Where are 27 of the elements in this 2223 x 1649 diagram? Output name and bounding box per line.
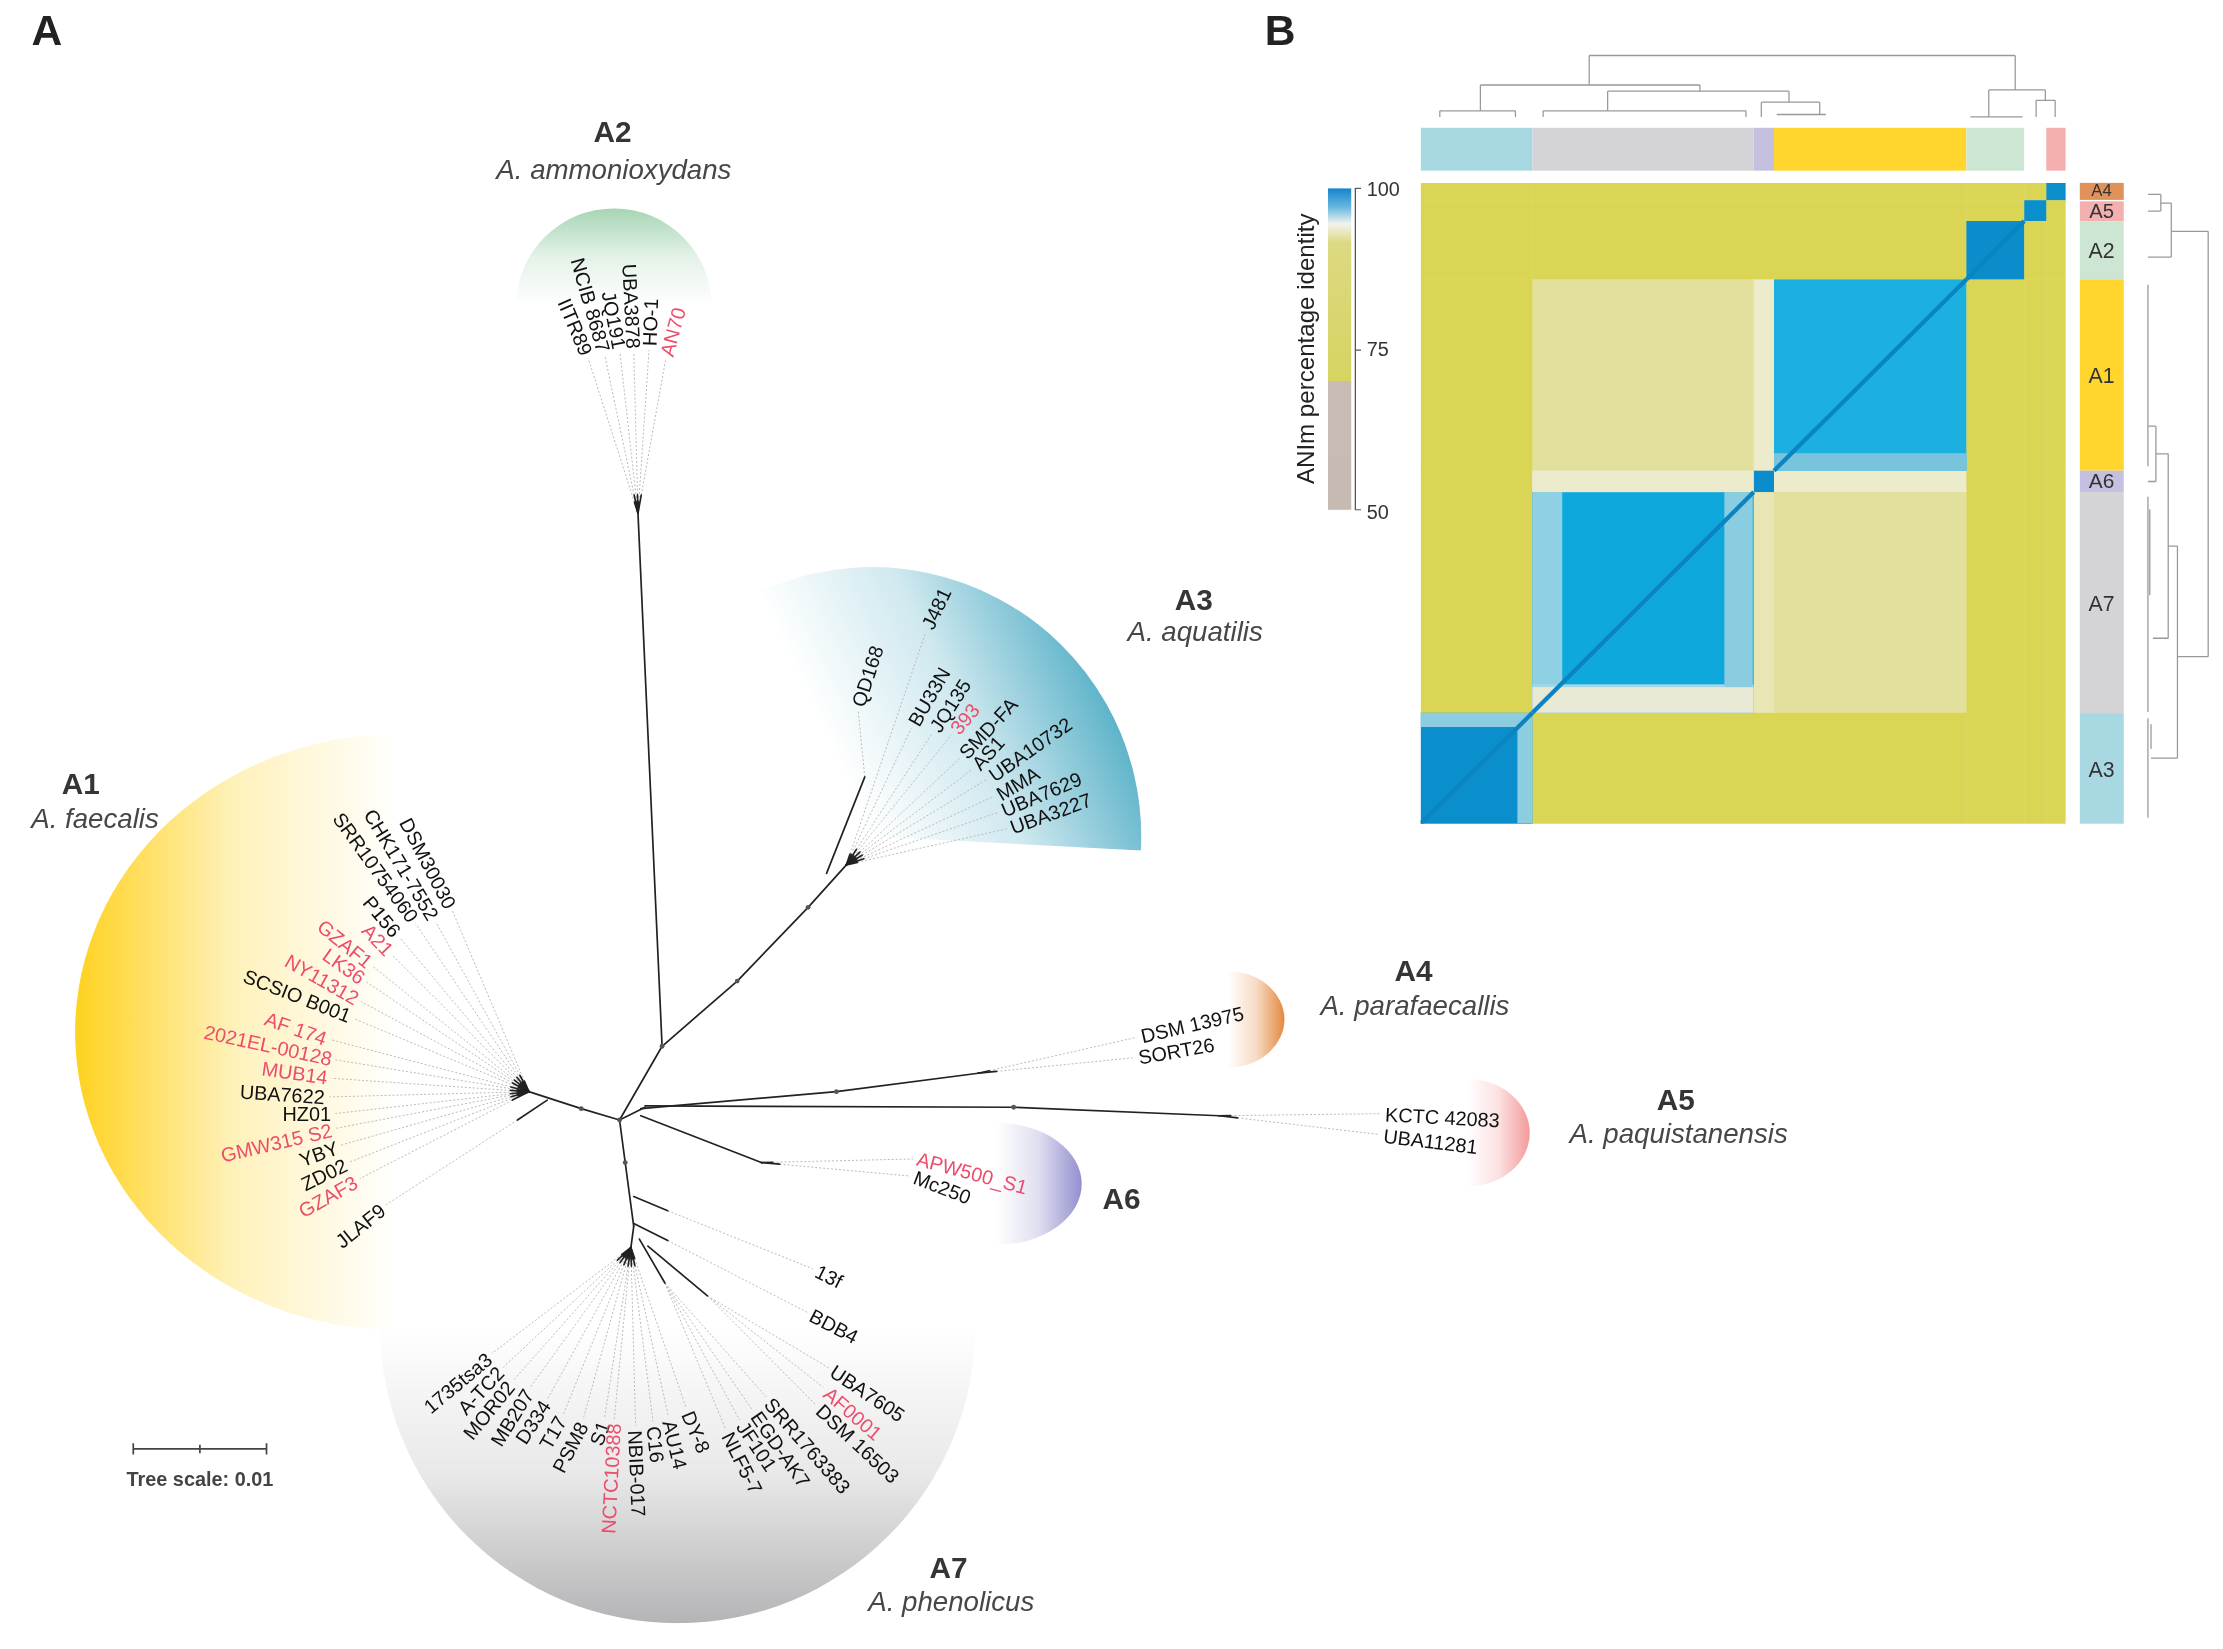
clade-name: A4: [1394, 954, 1433, 989]
panel-label: A: [31, 6, 63, 56]
cluster-label: A4: [2091, 183, 2112, 201]
species-name: A. ammonioxydans: [496, 152, 732, 185]
clade-name: A1: [61, 766, 100, 802]
cluster-annotation-segment: [2079, 713, 2124, 824]
scale-label: Tree scale: 0.01: [126, 1467, 274, 1491]
cluster-label: A3: [2088, 758, 2115, 780]
cluster-annotation-segment: [2079, 492, 2124, 714]
cluster-label: A7: [2088, 592, 2115, 614]
cluster-annotation-segment: [2079, 200, 2124, 222]
species-name: A. paquistanensis: [1569, 1116, 1788, 1149]
cluster-annotation-segment: [2079, 279, 2124, 472]
cluster-annotation-segment: [2079, 183, 2124, 201]
species-name: A. faecalis: [31, 802, 159, 834]
clade-name: A5: [1656, 1083, 1695, 1118]
cluster-annotation-segment: [2079, 471, 2124, 493]
panel-label: B: [1264, 6, 1296, 56]
cluster-label: A2: [2088, 240, 2115, 262]
species-name: A. phenolicus: [868, 1584, 1035, 1617]
clade-name: A2: [593, 114, 632, 149]
cluster-label: A1: [2088, 364, 2115, 387]
clade-name: A7: [929, 1550, 968, 1586]
cluster-label: A6: [2088, 471, 2115, 493]
cluster-annotation-segment: [2079, 221, 2124, 280]
cluster-label: A5: [2089, 200, 2114, 222]
tick-label: 100: [1366, 177, 1400, 201]
